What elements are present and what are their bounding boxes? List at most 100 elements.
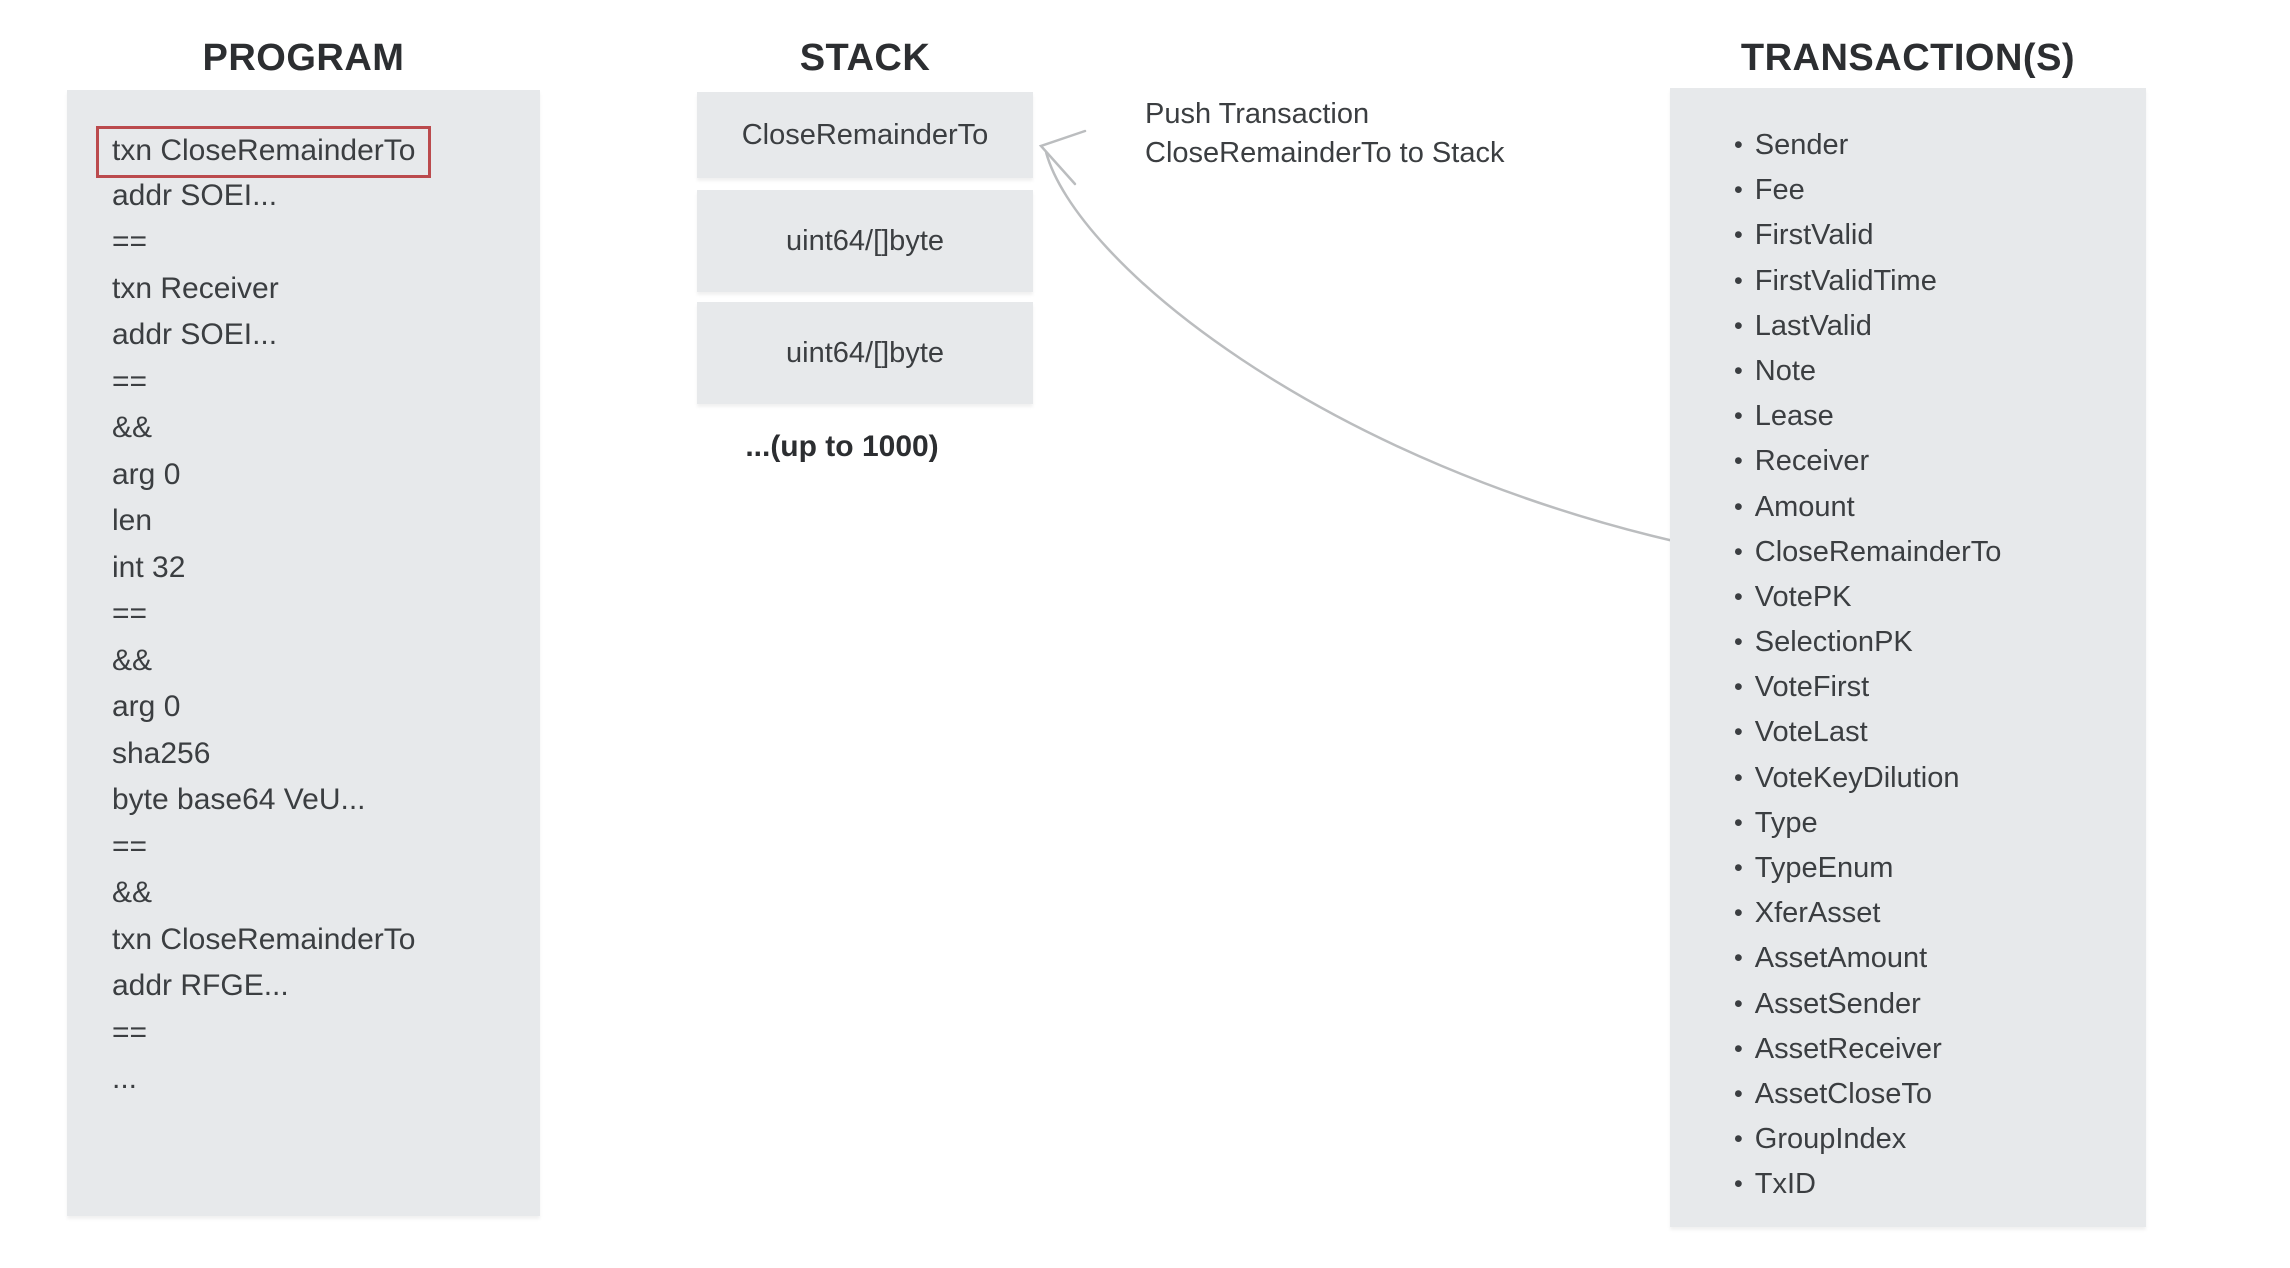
bullet-icon: • [1734,356,1743,385]
transaction-field-item: • VotePK [1734,575,2136,620]
program-line-text: == [112,829,148,863]
transaction-field-label: Amount [1754,490,1855,523]
transaction-field-item: • XferAsset [1734,891,2136,936]
transaction-field-label: AssetCloseTo [1754,1077,1933,1110]
transaction-field-item: • AssetCloseTo [1734,1072,2136,1117]
transaction-field-item: •VoteKeyDilution [1734,756,2136,801]
program-line-text: == [112,225,148,258]
bullet-icon: • [1734,763,1743,792]
program-line-text: arg 0 [112,690,181,723]
transaction-field-item: • Sender [1734,123,2136,168]
program-line: && [112,870,530,917]
transaction-field-item: • Type [1734,801,2136,846]
bullet-icon: • [1734,1125,1743,1154]
push-arrow-head-icon [1038,129,1087,186]
program-line-text: == [112,1015,148,1049]
bullet-icon: • [1734,808,1743,837]
transaction-field-label: VotePK [1754,580,1852,613]
bullet-icon: • [1734,582,1743,611]
transaction-field-item: •LastValid [1734,304,2136,349]
transaction-field-label: FirstValid [1754,219,1874,252]
program-line: txn CloseRemainderTo [96,126,530,178]
transaction-field-item: • GroupIndex [1734,1117,2136,1162]
stack-slot-label: uint64/[]byte [786,336,944,369]
stack-capacity-note: ...(up to 1000) [745,430,939,463]
transactions-column-title: TRANSACTION(S) [1740,37,2076,79]
transaction-field-label: Sender [1754,129,1849,161]
transaction-field-item: • Fee [1734,168,2136,213]
transaction-field-item: •FirstValidTime [1734,259,2136,304]
program-line-text: txn CloseRemainderTo [112,922,416,956]
program-line-text: txn Receiver [112,271,279,305]
bullet-icon: • [1734,402,1743,431]
program-line-text: addr SOEI... [112,318,278,351]
transaction-field-item: •Amount [1734,485,2136,530]
program-line-text: len [112,504,153,537]
bullet-icon: • [1734,221,1743,250]
stack-column-title: STACK [799,37,931,79]
transaction-field-item: •AssetReceiver [1734,1027,2136,1072]
program-line-text: txn CloseRemainderTo [96,126,432,178]
bullet-icon: • [1734,899,1743,928]
transaction-field-item: • TxID [1734,1162,2136,1207]
program-line-text: && [112,411,153,444]
transaction-field-item: •Receiver [1734,439,2136,484]
transaction-field-item: •VoteLast [1734,710,2136,755]
program-line: addr SOEI... [112,173,530,220]
program-line: txn CloseRemainderTo [112,917,530,964]
push-annotation: Push Transaction CloseRemainderTo to Sta… [1145,95,1504,173]
bullet-icon: • [1734,628,1743,657]
transaction-field-label: XferAsset [1754,897,1881,930]
stack-slot-label: uint64/[]byte [786,224,944,257]
program-line-text: arg 0 [112,457,181,491]
program-line-text: byte base64 VeU... [112,783,366,816]
program-column-title: PROGRAM [202,37,405,79]
transaction-field-item: •AssetSender [1734,982,2136,1027]
bullet-icon: • [1734,131,1743,159]
transaction-field-item: • VoteFirst [1734,665,2136,710]
program-line-text: sha256 [112,736,211,770]
program-line: == [112,219,530,266]
transaction-field-label: TypeEnum [1754,852,1894,884]
transaction-field-label: TxID [1754,1168,1816,1201]
bullet-icon: • [1734,176,1743,205]
push-annotation-line2: CloseRemainderTo to Stack [1145,137,1505,169]
program-line: arg 0 [112,452,530,499]
bullet-icon: • [1734,1170,1743,1199]
transaction-field-item: • TypeEnum [1734,846,2136,891]
stack-slot-box: uint64/[]byte [697,190,1033,292]
transaction-field-label: AssetAmount [1754,942,1928,975]
program-line-text: addr RFGE... [112,969,289,1002]
program-line: addr RFGE... [112,963,530,1010]
program-line: && [112,405,530,452]
program-line: == [112,824,530,871]
stack-slot-box: CloseRemainderTo [697,92,1033,178]
transaction-field-label: Lease [1754,400,1834,433]
program-line: sha256 [112,731,530,778]
bullet-icon: • [1734,854,1743,882]
transaction-field-label: VoteFirst [1754,671,1870,704]
transaction-field-label: GroupIndex [1754,1123,1907,1156]
transaction-field-item: •CloseRemainderTo [1734,530,2136,575]
program-line: addr SOEI... [112,312,530,359]
transaction-field-label: Type [1754,806,1818,839]
bullet-icon: • [1734,1034,1743,1063]
program-line-text: addr SOEI... [112,178,278,212]
program-line: == [112,591,530,638]
bullet-icon: • [1734,718,1743,747]
program-line: len [112,498,530,545]
program-line-text: int 32 [112,550,186,584]
bullet-icon: • [1734,1079,1743,1108]
program-line-text: && [112,876,153,909]
bullet-icon: • [1734,537,1743,566]
program-line: txn Receiver [112,266,530,313]
stack-slot-label: CloseRemainderTo [741,118,989,151]
transaction-field-label: Fee [1754,174,1805,207]
program-line-text: ... [112,1062,138,1095]
program-line: int 32 [112,545,530,592]
transaction-field-label: Note [1754,354,1817,387]
program-line: && [112,638,530,685]
bullet-icon: • [1734,673,1743,702]
program-line: byte base64 VeU... [112,777,530,824]
stack-panel: CloseRemainderTo uint64/[]byte uint64/[]… [697,92,1033,414]
